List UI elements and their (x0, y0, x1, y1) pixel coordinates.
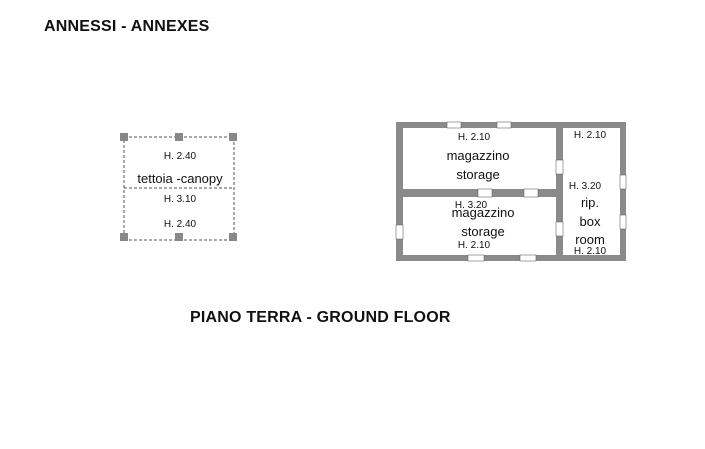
storage-lower-label-it: magazzino (452, 205, 515, 220)
storage-building (395, 121, 627, 262)
storage-upper-label-it: magazzino (447, 148, 510, 163)
box-room-height-top: H. 2.10 (574, 130, 607, 141)
pillar (120, 133, 128, 141)
pillar (229, 233, 237, 241)
box-room-height-mid: H. 3.20 (569, 181, 602, 192)
floor-title: PIANO TERRA - GROUND FLOOR (190, 309, 451, 326)
box-room-label-en-2: room (575, 232, 605, 247)
canopy-height-top: H. 2.40 (164, 151, 197, 162)
pillar (229, 133, 237, 141)
box-room-label-en-1: box (580, 214, 601, 229)
box-room-label-it: rip. (581, 195, 599, 210)
canopy-height-mid: H. 3.10 (164, 194, 197, 205)
plan-title: ANNESSI - ANNEXES (44, 18, 210, 35)
storage-lower-height-top: H. 3.20 (455, 200, 488, 211)
canopy-label: tettoia -canopy (137, 171, 223, 186)
box-room-height-bottom: H. 2.10 (574, 246, 607, 257)
storage-upper-height: H. 2.10 (458, 132, 491, 143)
canopy-structure (120, 133, 237, 241)
storage-upper-label-en: storage (456, 167, 499, 182)
pillar (120, 233, 128, 241)
pillar (175, 133, 183, 141)
canopy-height-bottom: H. 2.40 (164, 219, 197, 230)
pillar (175, 233, 183, 241)
storage-lower-label-en: storage (461, 224, 504, 239)
storage-lower-height-bottom: H. 2.10 (458, 240, 491, 251)
